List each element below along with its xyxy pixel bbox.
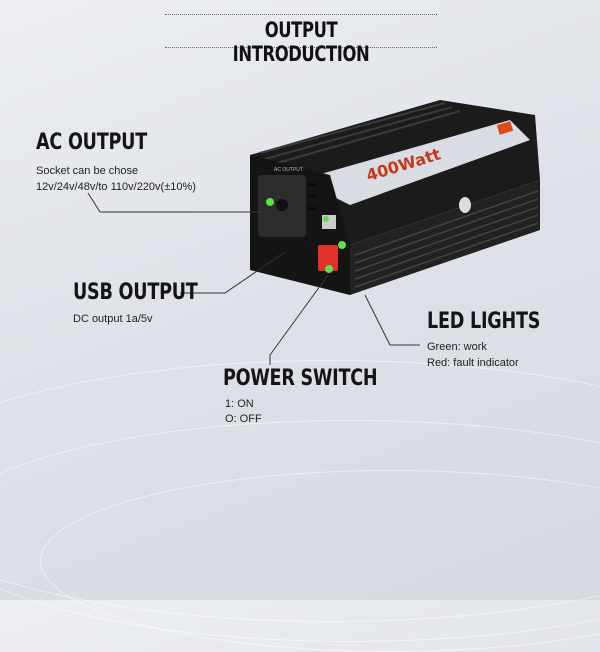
power-switch-desc-2: O: OFF (225, 413, 262, 425)
ac-output-desc-1: Socket can be chose (36, 165, 139, 177)
page-title: OUTPUT INTRODUCTION (232, 18, 370, 66)
power-switch-heading: POWER SWITCH (223, 366, 378, 391)
green-indicator-dot (266, 198, 274, 206)
ac-output-desc-2: 12v/24v/48v/to 110v/220v(±10%) (36, 181, 196, 193)
led-lights-desc-1: Green: work (427, 341, 487, 353)
ac-output-heading: AC OUTPUT (36, 130, 147, 155)
power-switch (318, 245, 338, 271)
led-lights-heading: LED LIGHTS (427, 309, 541, 334)
page-title-frame: OUTPUT INTRODUCTION (165, 14, 437, 66)
ac-port-label: AC OUTPUT (274, 167, 303, 173)
power-switch-desc-1: 1: ON (225, 398, 254, 410)
usb-output-desc: DC output 1a/5v (73, 313, 153, 325)
led-lights-desc-2: Red: fault indicator (427, 357, 519, 369)
callout-leader-lines (87, 192, 420, 365)
inverter-device-image: 400Watt AC OUTPUT (250, 100, 540, 295)
led-indicator (338, 241, 346, 249)
usb-output-heading: USB OUTPUT (73, 280, 198, 305)
